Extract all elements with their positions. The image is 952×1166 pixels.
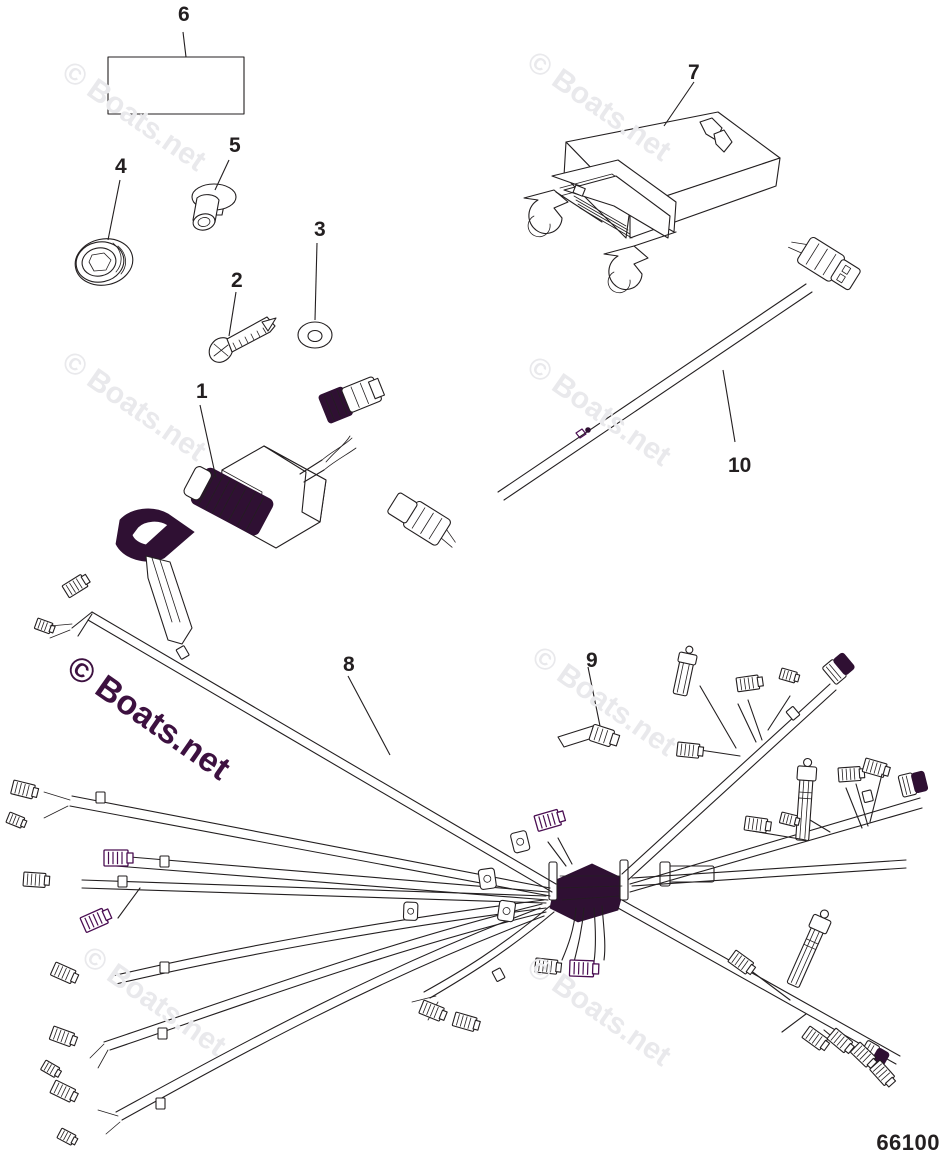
screw: [208, 316, 277, 363]
callout-1: 1: [196, 380, 208, 403]
callout-7: 7: [688, 61, 700, 84]
ignition-key-switch-assembly: [115, 376, 386, 645]
branch-middle-right: [743, 757, 930, 842]
grommet-bushing: [191, 183, 237, 231]
callout-3: 3: [314, 218, 326, 241]
cap-plug: [74, 238, 134, 286]
callout-8: 8: [343, 653, 355, 676]
callout-5: 5: [229, 134, 241, 157]
washer: [297, 321, 333, 349]
harness-hub: [548, 859, 629, 923]
decal-label-plate: [107, 56, 245, 115]
branch-end-upper-left: [33, 571, 190, 661]
callout-6: 6: [178, 3, 190, 26]
callout-4: 4: [115, 155, 127, 178]
branch-lower-right: [727, 905, 898, 1090]
extension-harness-cable: [387, 236, 861, 548]
callout-2: 2: [231, 269, 243, 292]
branch-upper-right: [672, 645, 857, 760]
engine-wiring-harness: [5, 571, 930, 1148]
terminal-blade-connector: [557, 723, 621, 748]
ecm-engine-control-module: [523, 111, 781, 294]
callout-10: 10: [728, 454, 752, 477]
callout-9: 9: [586, 649, 598, 672]
diagram-part-number: 66100: [876, 1130, 940, 1155]
harness-tabs: [402, 830, 531, 923]
